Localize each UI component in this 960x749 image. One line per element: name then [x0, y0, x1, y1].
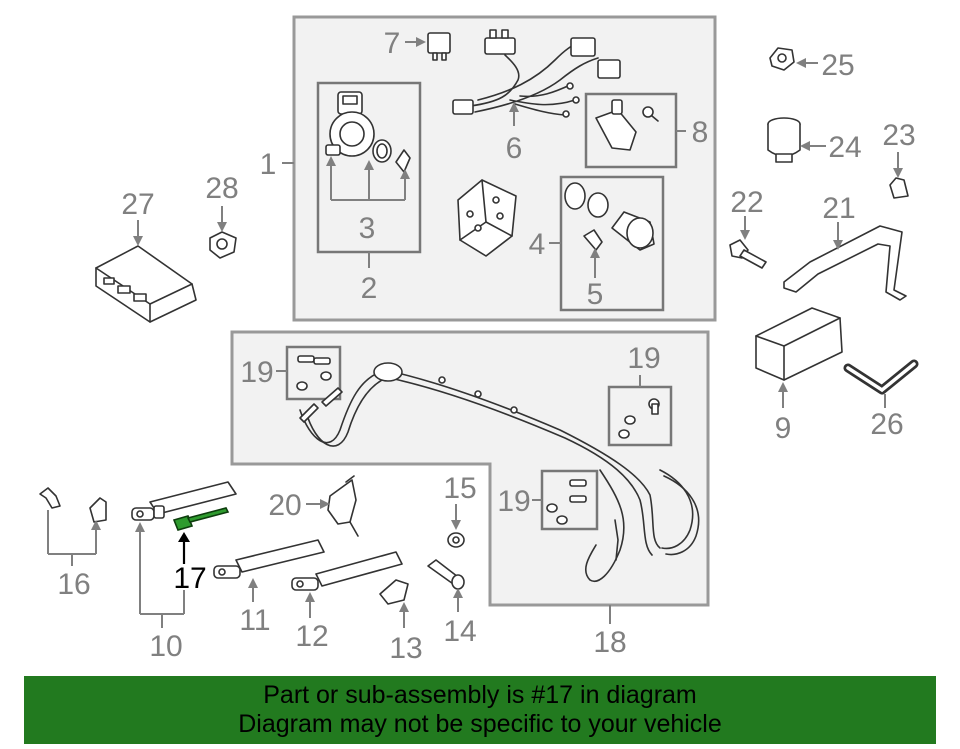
- callout-19-left: 19: [240, 356, 273, 389]
- callout-27: 27: [121, 188, 154, 221]
- callout-26: 26: [870, 408, 903, 441]
- callout-5: 5: [587, 278, 604, 311]
- callout-11: 11: [239, 604, 270, 637]
- tube-part-26: [843, 359, 919, 395]
- control-unit-part-27: [95, 245, 197, 323]
- bushing-part-24: [767, 117, 801, 163]
- seal-kit-part-19: [296, 355, 660, 525]
- callout-4: 4: [529, 228, 546, 261]
- sub-box-19-left: [285, 345, 342, 401]
- info-banner: Part or sub-assembly is #17 in diagram D…: [24, 676, 936, 744]
- group-box-18: [230, 330, 710, 607]
- control-module-part-9: [755, 307, 843, 381]
- banner-line-disclaimer: Diagram may not be specific to your vehi…: [238, 710, 722, 738]
- grommet-part-28: [209, 231, 237, 259]
- hydraulic-block-part-1: [457, 179, 517, 257]
- callout-21: 21: [822, 192, 855, 225]
- bolt-part-14: [427, 559, 465, 590]
- bracket-part-13: [379, 579, 409, 605]
- relay-part-7: [427, 32, 451, 61]
- sensor-part-8: [595, 99, 659, 151]
- banner-line-part-number: Part or sub-assembly is #17 in diagram: [263, 681, 697, 709]
- callout-15: 15: [443, 472, 476, 505]
- callout-1: 1: [260, 148, 277, 181]
- callout-14: 14: [443, 615, 476, 648]
- callout-23: 23: [882, 119, 915, 152]
- callout-28: 28: [205, 172, 238, 205]
- callout-10: 10: [149, 630, 182, 663]
- callout-2: 2: [361, 272, 378, 305]
- hose-assembly-part-18: [299, 362, 700, 582]
- washer-part-15: [447, 532, 465, 548]
- gas-strut-part-11: [213, 539, 325, 579]
- gas-strut-part-10: [131, 481, 237, 521]
- highlighted-part-17: [172, 507, 230, 531]
- valve-assembly-part-2: [325, 91, 411, 173]
- callout-13: 13: [389, 632, 422, 665]
- pump-part-4: [564, 182, 655, 251]
- callout-12: 12: [295, 620, 328, 653]
- callout-19-right: 19: [627, 342, 660, 375]
- callout-25: 25: [821, 49, 854, 82]
- nut-part-25: [769, 47, 795, 71]
- cap-part-23: [889, 177, 909, 199]
- bracket-part-21: [783, 225, 907, 301]
- callout-7: 7: [384, 27, 401, 60]
- callout-labels: 1 2 3 4 5 6 7 8 9 10 11 12 13 14 15 16 1…: [57, 27, 915, 665]
- callout-19-lower: 19: [497, 485, 530, 518]
- gas-strut-part-12: [291, 551, 403, 591]
- callout-9: 9: [775, 412, 792, 445]
- callout-3: 3: [359, 212, 376, 245]
- callout-8: 8: [692, 116, 709, 149]
- wiring-harness-part-6: [452, 29, 621, 118]
- callout-17: 17: [173, 562, 206, 595]
- callout-24: 24: [828, 131, 861, 164]
- clip-bracket-part-20: [327, 475, 359, 537]
- leader-lines: [47, 37, 903, 628]
- callout-22: 22: [730, 186, 763, 219]
- sub-box-19-right: [607, 385, 673, 447]
- callout-18: 18: [593, 626, 626, 659]
- bolt-part-22: [729, 239, 767, 269]
- callout-16: 16: [57, 568, 90, 601]
- fasteners-part-16: [39, 487, 107, 523]
- callout-20: 20: [268, 489, 301, 522]
- callout-6: 6: [506, 132, 523, 165]
